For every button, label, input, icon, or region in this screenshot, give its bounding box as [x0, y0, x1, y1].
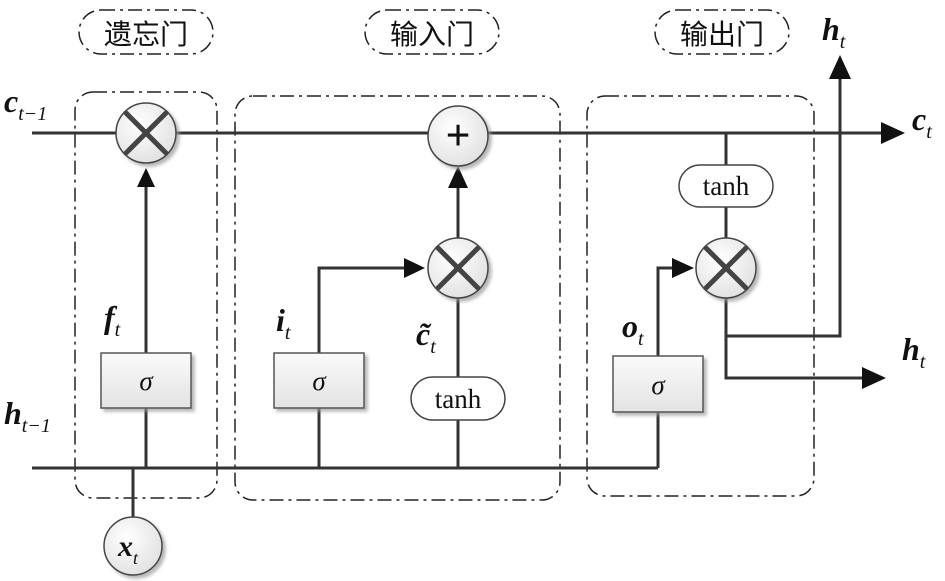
multiply-icon [703, 245, 749, 291]
input-sigma-label: σ [312, 366, 327, 396]
forget-multiply-node [115, 102, 177, 164]
multiply-icon [435, 245, 481, 291]
input-gate-label: 输入门 [390, 18, 474, 51]
o-label: ot [622, 308, 644, 350]
input-gate-region [234, 95, 561, 501]
x-input-label: xt [117, 530, 139, 568]
plus-icon: + [445, 111, 470, 160]
x-input-node: xt [103, 516, 163, 576]
arrow-output-right [672, 258, 694, 278]
output-gate-label: 输出门 [680, 18, 764, 51]
output-multiply-node [695, 237, 757, 299]
output-sigma-output-line [656, 266, 673, 356]
input-add-node: + [427, 105, 489, 167]
forget-gate-label: 遗忘门 [104, 18, 188, 51]
arrow-plus-up [448, 166, 468, 188]
forget-sigma-box: σ [100, 352, 192, 409]
output-sigma-label: σ [651, 370, 666, 400]
forget-sigma-label: σ [139, 366, 154, 396]
arrowheads [137, 55, 905, 389]
arrow-input-right [404, 258, 425, 278]
c-next-label: ct [912, 101, 932, 143]
input-sigma-output-line [317, 266, 405, 353]
input-gate-label-frame [364, 9, 500, 55]
forget-gate-label-frame [78, 9, 214, 55]
c-prev-label: ct−1 [4, 83, 47, 125]
arrow-cell-out [881, 122, 905, 144]
h-prev-label: ht−1 [4, 395, 51, 437]
multiply-icon [123, 110, 169, 156]
c-tilde-label: c̃t [416, 316, 436, 358]
hidden-output-right-line [724, 336, 862, 380]
output-gate-region [586, 95, 815, 497]
output-tanh-label: tanh [703, 171, 750, 201]
input-multiply-node [427, 237, 489, 299]
output-gate-label-frame [654, 9, 790, 55]
f-label: ft [104, 299, 121, 341]
i-label: it [276, 302, 291, 344]
arrow-forget-up [137, 168, 155, 187]
hidden-output-up-line [724, 78, 842, 338]
input-sigma-box: σ [273, 352, 365, 409]
arrow-h-up [829, 55, 851, 79]
h-out-top-label: ht [822, 11, 846, 53]
candidate-tanh-label: tanh [435, 384, 482, 414]
h-out-right-label: ht [902, 331, 926, 373]
output-sigma-box: σ [612, 355, 704, 413]
candidate-tanh-block: tanh [410, 376, 506, 421]
output-tanh-block: tanh [678, 164, 774, 208]
arrow-h-right [862, 367, 886, 389]
